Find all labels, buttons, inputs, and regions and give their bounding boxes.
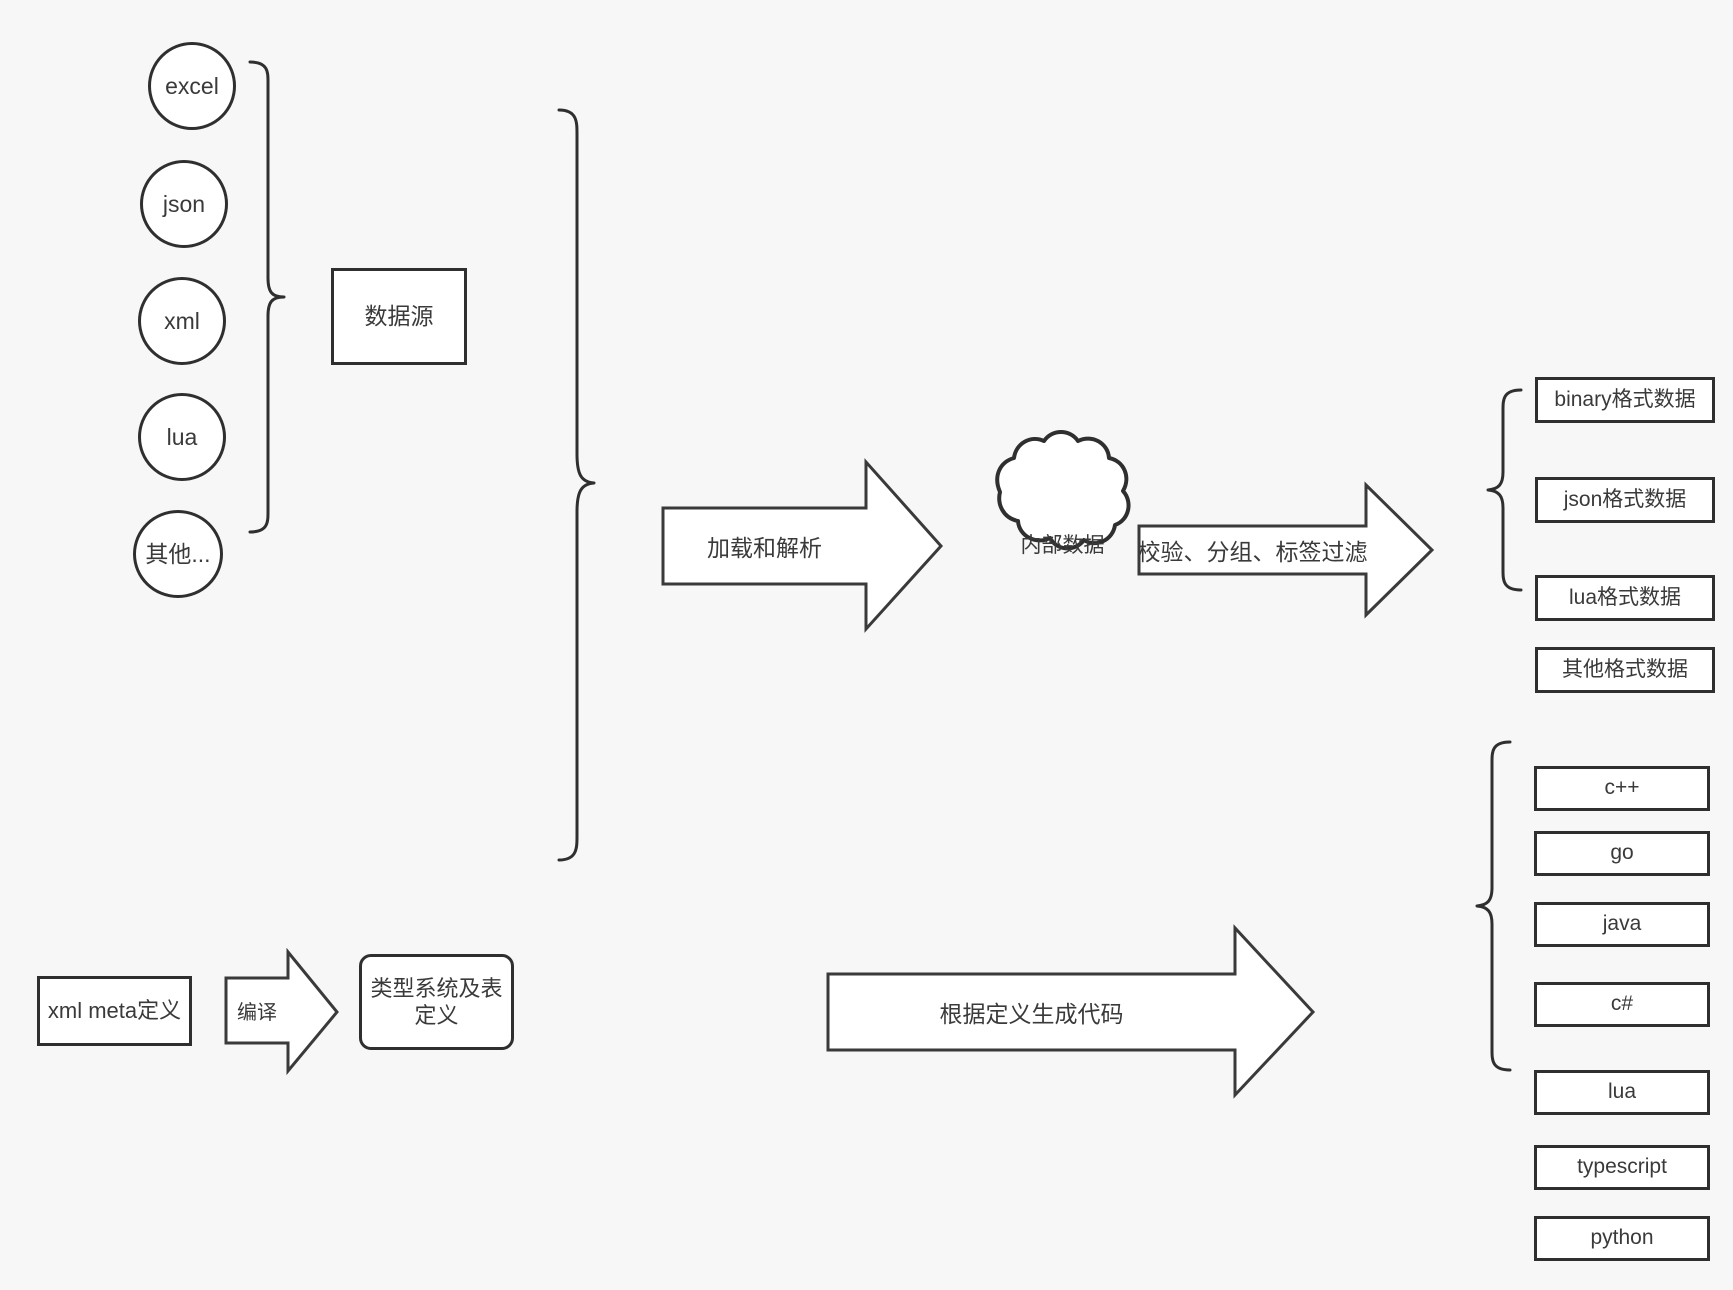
- source-node-xml[interactable]: xml: [138, 277, 226, 365]
- type-system-label: 类型系统及表定义: [370, 975, 503, 1029]
- codegen-arrow: [826, 924, 1316, 1099]
- xml-meta-label: xml meta定义: [47, 998, 182, 1024]
- source-label: xml: [164, 307, 200, 334]
- sources-brace: [248, 60, 286, 534]
- code-output-java[interactable]: java: [1534, 902, 1710, 947]
- code-output-label: python: [1590, 1226, 1654, 1250]
- type-system-box[interactable]: 类型系统及表定义: [359, 954, 514, 1050]
- code-output-cpp[interactable]: c++: [1534, 766, 1710, 811]
- data-output-label: 其他格式数据: [1562, 657, 1688, 681]
- source-label: 其他...: [145, 540, 211, 567]
- source-node-excel[interactable]: excel: [148, 42, 236, 130]
- inputs-brace: [557, 108, 596, 862]
- data-output-label: binary格式数据: [1554, 387, 1696, 411]
- data-output-other[interactable]: 其他格式数据: [1535, 647, 1715, 693]
- code-outputs-brace: [1475, 740, 1512, 1072]
- code-output-label: c#: [1610, 992, 1634, 1016]
- data-output-label: lua格式数据: [1568, 585, 1682, 609]
- internal-data-cloud: [995, 430, 1131, 551]
- source-node-lua[interactable]: lua: [138, 393, 226, 481]
- source-label: lua: [166, 423, 198, 450]
- data-output-lua[interactable]: lua格式数据: [1535, 575, 1715, 621]
- data-source-label: 数据源: [364, 303, 434, 330]
- code-output-label: c++: [1604, 776, 1640, 800]
- code-output-label: typescript: [1577, 1155, 1667, 1179]
- source-node-other[interactable]: 其他...: [133, 510, 223, 598]
- code-output-lua[interactable]: lua: [1534, 1070, 1710, 1115]
- data-output-label: json格式数据: [1563, 487, 1687, 511]
- code-output-label: go: [1610, 841, 1634, 865]
- data-output-json[interactable]: json格式数据: [1535, 477, 1715, 523]
- code-output-typescript[interactable]: typescript: [1534, 1145, 1710, 1190]
- load-parse-arrow: [661, 458, 944, 633]
- source-label: json: [162, 190, 206, 217]
- code-output-csharp[interactable]: c#: [1534, 982, 1710, 1027]
- code-output-python[interactable]: python: [1534, 1216, 1710, 1261]
- data-output-binary[interactable]: binary格式数据: [1535, 377, 1715, 423]
- code-output-go[interactable]: go: [1534, 831, 1710, 876]
- xml-meta-definition-box[interactable]: xml meta定义: [37, 976, 192, 1046]
- data-source-box[interactable]: 数据源: [331, 268, 467, 365]
- compile-arrow: [224, 947, 339, 1076]
- code-output-label: lua: [1607, 1080, 1637, 1104]
- source-label: excel: [165, 72, 219, 99]
- filter-arrow: [1137, 481, 1435, 619]
- code-output-label: java: [1602, 912, 1642, 936]
- source-node-json[interactable]: json: [140, 160, 228, 248]
- data-outputs-brace: [1486, 388, 1523, 592]
